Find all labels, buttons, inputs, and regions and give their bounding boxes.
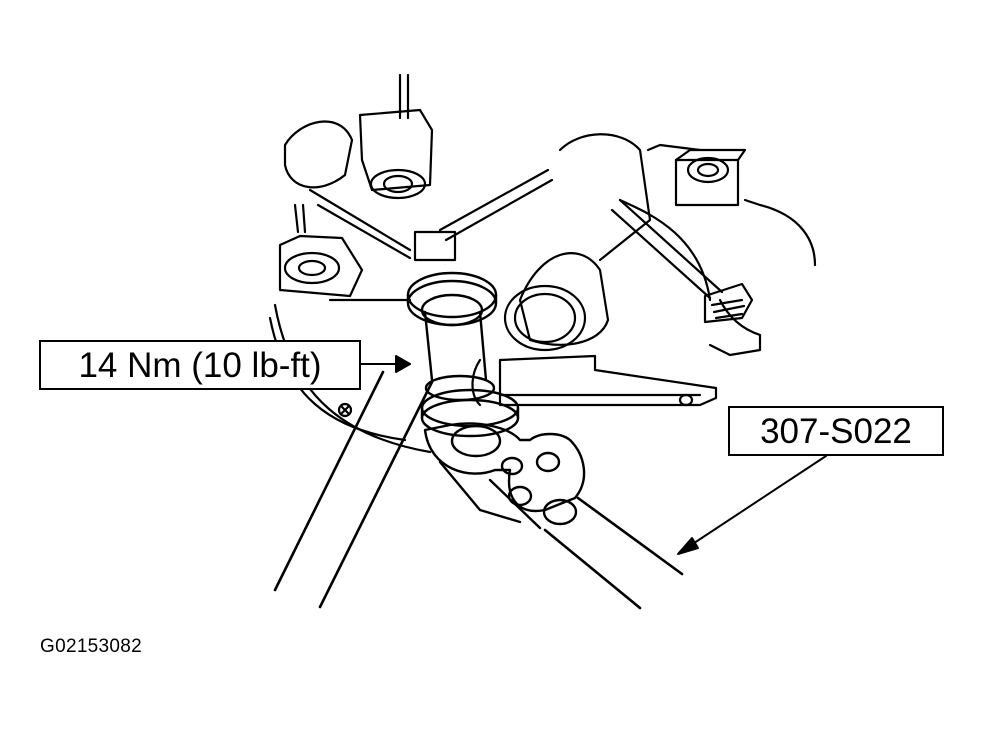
tool-callout: 307-S022 [728, 406, 944, 456]
wrench-plate [423, 422, 586, 530]
figure-id: G02153082 [40, 636, 143, 657]
tool-leader [681, 455, 827, 552]
center-block [471, 133, 817, 407]
socket-assembly [406, 271, 520, 438]
tool-handles [273, 370, 684, 610]
leader-arrows [360, 355, 827, 555]
torque-callout: 14 Nm (10 lb-ft) [39, 340, 361, 390]
